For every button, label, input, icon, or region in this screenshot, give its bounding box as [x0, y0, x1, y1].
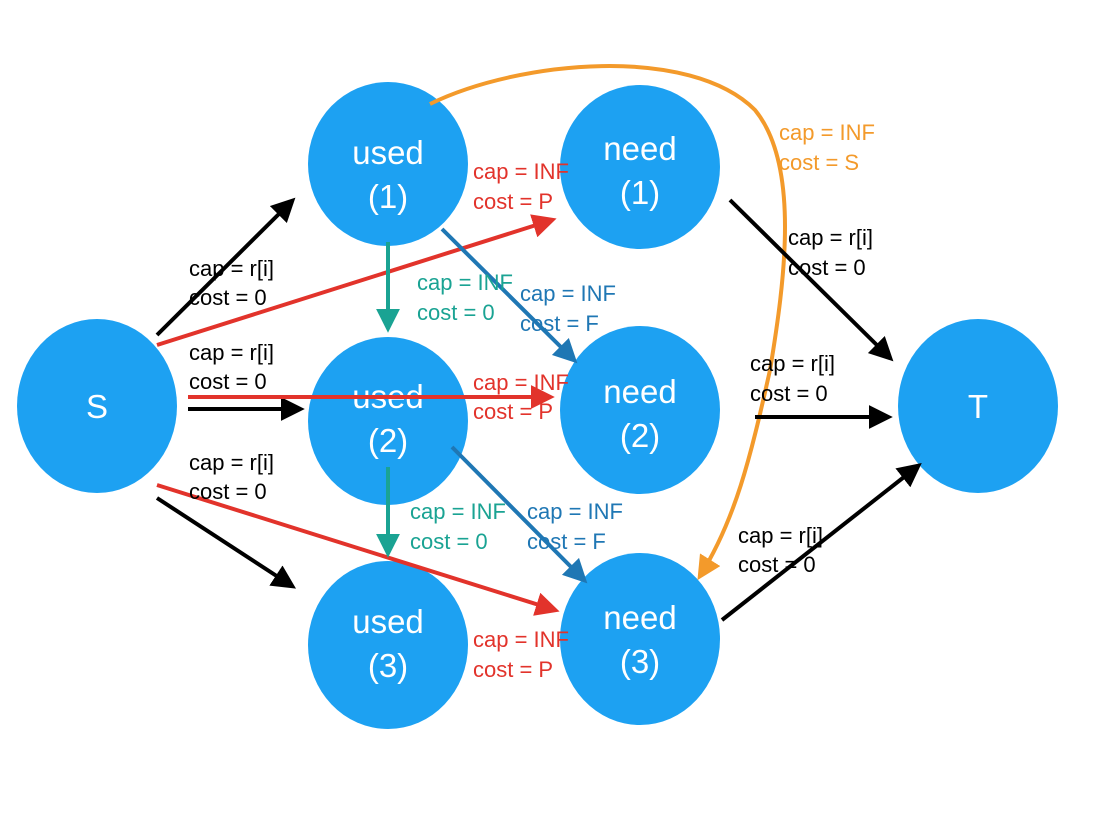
label-s-used2-cap: cap = r[i] — [189, 340, 274, 365]
node-need-2-label-line2: (2) — [620, 417, 660, 454]
label-need2-t-cost: cost = 0 — [750, 381, 828, 406]
node-need-2: need (2) — [560, 326, 720, 494]
node-need-3-label-line2: (3) — [620, 643, 660, 680]
label-s-used3-cap: cap = r[i] — [189, 450, 274, 475]
node-need-1-shape — [560, 85, 720, 249]
label-s-used1: cap = r[i] cost = 0 — [189, 256, 274, 310]
node-s-shape — [17, 319, 177, 493]
edge-used1-need2 — [440, 227, 578, 364]
label-need3-t-cost: cost = 0 — [738, 552, 816, 577]
label-used1-need3: cap = INF cost = S — [779, 120, 875, 175]
label-used2-used3-cap: cap = INF — [410, 499, 506, 524]
node-need-3-shape — [560, 553, 720, 725]
node-used-2-shape — [308, 337, 468, 505]
edge-used2-need3 — [450, 445, 588, 584]
label-used2-used3: cap = INF cost = 0 — [410, 499, 506, 554]
label-s-used3: cap = r[i] cost = 0 — [189, 450, 274, 504]
label-need3-t-cap: cap = r[i] — [738, 523, 823, 548]
node-used-3-shape — [308, 561, 468, 729]
label-used2-used3-cost: cost = 0 — [410, 529, 488, 554]
label-used1-need1-cost: cost = P — [473, 189, 553, 214]
label-used1-need2-cost: cost = F — [520, 311, 599, 336]
label-need1-t: cap = r[i] cost = 0 — [788, 225, 873, 280]
node-s: S — [17, 319, 177, 493]
edge-s-need3 — [156, 483, 560, 616]
label-s-used3-cost: cost = 0 — [189, 479, 267, 504]
edge-s-used3 — [155, 496, 297, 589]
edge-s-used1 — [155, 197, 296, 337]
label-used1-need2: cap = INF cost = F — [520, 281, 616, 336]
label-used3-need3-cap: cap = INF — [473, 627, 569, 652]
label-s-used1-cost: cost = 0 — [189, 285, 267, 310]
node-t: T — [898, 319, 1058, 493]
label-used2-need3-cap: cap = INF — [527, 499, 623, 524]
label-need1-t-cap: cap = r[i] — [788, 225, 873, 250]
label-need2-t-cap: cap = r[i] — [750, 351, 835, 376]
label-used2-need2: cap = INF cost = P — [473, 370, 569, 424]
edge-s-need1 — [156, 214, 557, 347]
node-need-2-label-line1: need — [603, 373, 676, 410]
node-need-1: need (1) — [560, 85, 720, 249]
node-need-2-shape — [560, 326, 720, 494]
label-used1-need1: cap = INF cost = P — [473, 159, 569, 214]
node-used-1-label-line2: (1) — [368, 178, 408, 215]
node-t-shape — [898, 319, 1058, 493]
label-used1-used2: cap = INF cost = 0 — [417, 270, 513, 325]
label-used1-need1-cap: cap = INF — [473, 159, 569, 184]
node-need-3-label-line1: need — [603, 599, 676, 636]
label-used2-need3: cap = INF cost = F — [527, 499, 623, 554]
label-used1-need3-cost: cost = S — [779, 150, 859, 175]
label-used1-used2-cost: cost = 0 — [417, 300, 495, 325]
node-need-1-label-line1: need — [603, 130, 676, 167]
node-need-3: need (3) — [560, 553, 720, 725]
label-need3-t: cap = r[i] cost = 0 — [738, 523, 823, 577]
label-used2-need3-cost: cost = F — [527, 529, 606, 554]
label-used2-need2-cap: cap = INF — [473, 370, 569, 395]
node-used-1-shape — [308, 82, 468, 246]
node-need-1-label-line2: (1) — [620, 174, 660, 211]
edge-need3-t — [720, 463, 922, 622]
node-t-label: T — [968, 388, 988, 425]
label-used1-need2-cap: cap = INF — [520, 281, 616, 306]
edge-need1-t — [728, 198, 894, 362]
label-s-used2-cost: cost = 0 — [189, 369, 267, 394]
label-used2-need2-cost: cost = P — [473, 399, 553, 424]
node-used-3: used (3) — [308, 561, 468, 729]
label-s-used2: cap = r[i] cost = 0 — [189, 340, 274, 394]
node-used-1-label-line1: used — [352, 134, 424, 171]
label-used3-need3: cap = INF cost = P — [473, 627, 569, 682]
label-s-used1-cap: cap = r[i] — [189, 256, 274, 281]
node-used-3-label-line2: (3) — [368, 647, 408, 684]
label-need1-t-cost: cost = 0 — [788, 255, 866, 280]
node-s-label: S — [86, 388, 108, 425]
node-used-1: used (1) — [308, 82, 468, 246]
label-need2-t: cap = r[i] cost = 0 — [750, 351, 835, 406]
label-used1-need3-cap: cap = INF — [779, 120, 875, 145]
node-used-2-label-line2: (2) — [368, 422, 408, 459]
label-used1-used2-cap: cap = INF — [417, 270, 513, 295]
edge-used1-need3 — [429, 64, 787, 581]
node-used-3-label-line1: used — [352, 603, 424, 640]
label-used3-need3-cost: cost = P — [473, 657, 553, 682]
